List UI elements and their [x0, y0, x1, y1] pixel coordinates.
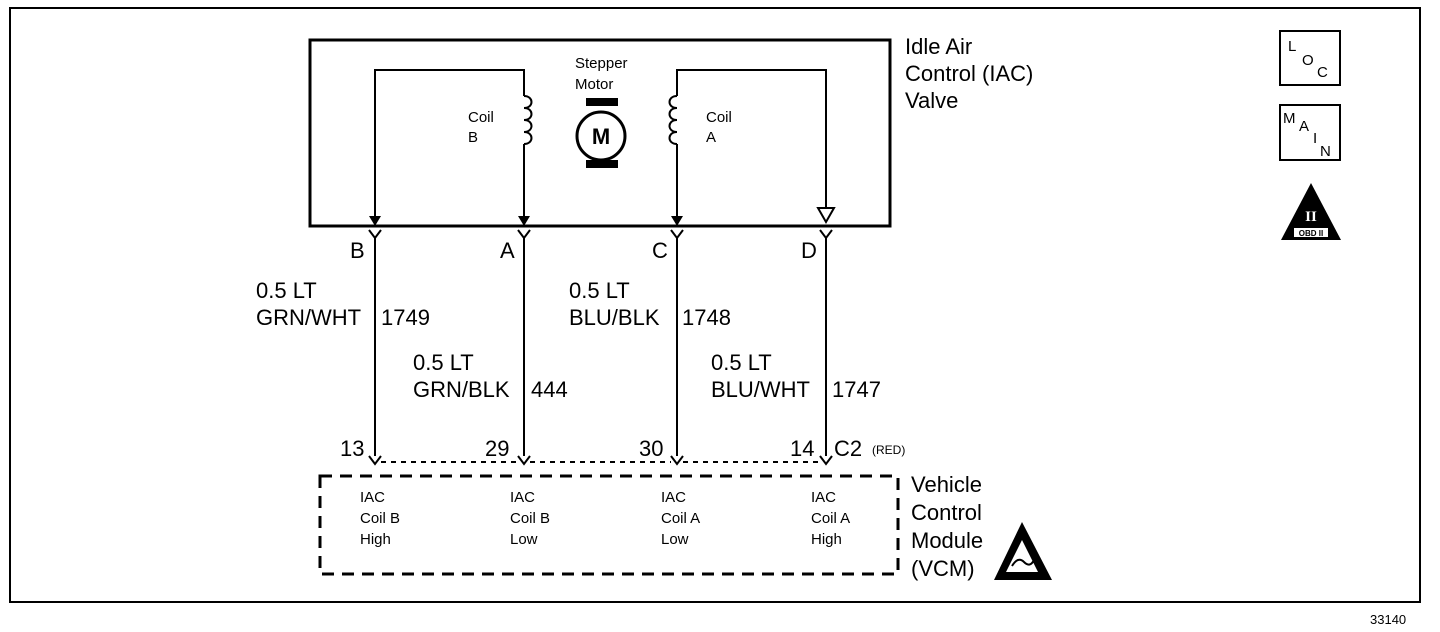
svg-text:0.5 LT: 0.5 LT: [711, 350, 772, 375]
svg-text:N: N: [1320, 143, 1331, 160]
esd-warning-icon: [994, 522, 1052, 580]
svg-text:Coil A: Coil A: [811, 510, 850, 527]
connector-terminals: [368, 229, 833, 240]
svg-text:BLU/BLK: BLU/BLK: [569, 305, 660, 330]
svg-text:IAC: IAC: [510, 489, 535, 506]
svg-text:IAC: IAC: [811, 489, 836, 506]
svg-text:BLU/WHT: BLU/WHT: [711, 377, 810, 402]
svg-text:Control: Control: [911, 500, 982, 525]
svg-text:Low: Low: [510, 531, 538, 548]
connector-arrows: [369, 207, 836, 226]
svg-text:13: 13: [340, 436, 364, 461]
svg-text:Stepper: Stepper: [575, 55, 628, 72]
svg-text:D: D: [801, 238, 817, 263]
svg-text:O: O: [1302, 52, 1314, 69]
svg-text:Coil B: Coil B: [360, 510, 400, 527]
svg-text:Valve: Valve: [905, 88, 958, 113]
svg-text:1749: 1749: [381, 305, 430, 330]
svg-text:Control (IAC): Control (IAC): [905, 61, 1033, 86]
svg-text:GRN/BLK: GRN/BLK: [413, 377, 510, 402]
stepper-motor: Stepper Motor M: [575, 55, 628, 168]
svg-text:C: C: [1317, 64, 1328, 81]
iac-valve-title: Idle Air Control (IAC) Valve: [905, 34, 1033, 113]
main-icon: M A I N: [1279, 104, 1341, 161]
svg-text:OBD II: OBD II: [1299, 229, 1323, 238]
vcm-box: [318, 474, 900, 576]
svg-text:30: 30: [639, 436, 663, 461]
svg-text:A: A: [500, 238, 515, 263]
svg-text:Coil A: Coil A: [661, 510, 700, 527]
svg-text:High: High: [360, 531, 391, 548]
svg-text:C2: C2: [834, 436, 862, 461]
svg-text:Module: Module: [911, 528, 983, 553]
valve-pin-labels: B A C D: [350, 238, 817, 263]
svg-text:Coil: Coil: [468, 109, 494, 126]
svg-text:Coil B: Coil B: [510, 510, 550, 527]
vcm-function-1: IAC Coil B High: [360, 489, 400, 548]
iac-valve-box: [308, 38, 892, 228]
coil-a-circuit: Coil A: [668, 69, 827, 218]
svg-text:B: B: [350, 238, 365, 263]
svg-text:0.5 LT: 0.5 LT: [569, 278, 630, 303]
svg-text:IAC: IAC: [360, 489, 385, 506]
svg-text:High: High: [811, 531, 842, 548]
vcm-title: Vehicle Control Module (VCM): [911, 472, 983, 581]
svg-text:A: A: [1299, 118, 1309, 135]
coil-b-circuit: Coil B: [374, 69, 533, 218]
svg-text:Coil: Coil: [706, 109, 732, 126]
svg-text:GRN/WHT: GRN/WHT: [256, 305, 361, 330]
svg-text:Idle Air: Idle Air: [905, 34, 972, 59]
diagram-frame: [9, 7, 1421, 603]
svg-text:B: B: [468, 129, 478, 146]
svg-text:1748: 1748: [682, 305, 731, 330]
wire-label-1749: 0.5 LT GRN/WHT 1749: [256, 278, 430, 330]
module-connector: [368, 455, 833, 466]
svg-text:0.5 LT: 0.5 LT: [256, 278, 317, 303]
vcm-function-4: IAC Coil A High: [811, 489, 850, 548]
svg-text:II: II: [1305, 209, 1317, 225]
motor-symbol: [575, 110, 627, 162]
loc-icon: L O C: [1279, 30, 1341, 86]
svg-text:M: M: [592, 124, 610, 149]
svg-text:(VCM): (VCM): [911, 556, 975, 581]
wire-label-1748: 0.5 LT BLU/BLK 1748: [569, 278, 731, 330]
svg-text:A: A: [706, 129, 716, 146]
svg-text:14: 14: [790, 436, 814, 461]
wires: [374, 238, 827, 456]
svg-text:29: 29: [485, 436, 509, 461]
vcm-function-2: IAC Coil B Low: [510, 489, 550, 548]
svg-text:444: 444: [531, 377, 568, 402]
svg-text:Vehicle: Vehicle: [911, 472, 982, 497]
svg-text:1747: 1747: [832, 377, 881, 402]
svg-text:L: L: [1288, 38, 1296, 55]
svg-text:IAC: IAC: [661, 489, 686, 506]
module-pin-labels: 13 29 30 14 C2 (RED): [340, 436, 905, 461]
vcm-function-3: IAC Coil A Low: [661, 489, 700, 548]
wire-label-444: 0.5 LT GRN/BLK 444: [413, 350, 568, 402]
svg-text:I: I: [1313, 130, 1317, 147]
svg-text:Low: Low: [661, 531, 689, 548]
svg-text:0.5 LT: 0.5 LT: [413, 350, 474, 375]
svg-text:Motor: Motor: [575, 76, 613, 93]
svg-text:M: M: [1283, 110, 1296, 127]
figure-number: 33140: [1370, 612, 1406, 627]
svg-text:C: C: [652, 238, 668, 263]
obd-ii-icon: II OBD II: [1281, 183, 1341, 240]
svg-text:(RED): (RED): [872, 443, 905, 457]
wire-label-1747: 0.5 LT BLU/WHT 1747: [711, 350, 881, 402]
